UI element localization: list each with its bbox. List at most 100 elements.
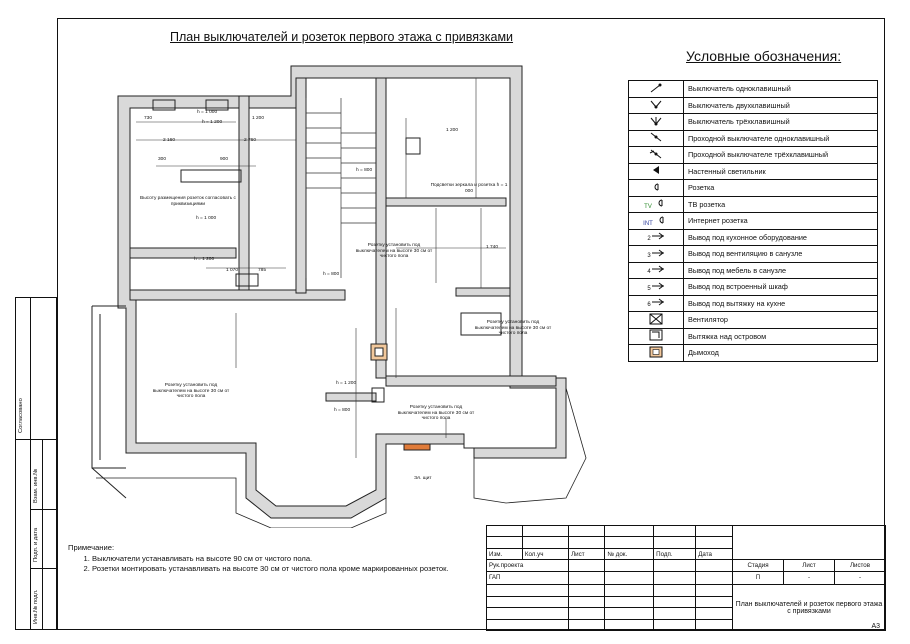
legend-label: Вытяжка над островом [683, 327, 878, 345]
height-note: Высоту размещения розеток согласовать с … [140, 196, 236, 207]
legend-label: Проходной выключателе одноклавишный [683, 129, 878, 147]
legend-label: Вывод под встроенный шкаф [683, 278, 878, 296]
hdr-doc: № док. [604, 547, 655, 561]
double-switch-icon [628, 96, 684, 114]
plan-dim: h = 1 200 [194, 257, 215, 262]
role-gap: ГАП [485, 570, 570, 586]
side-stamp-inv: Инв.№ подл. [33, 589, 39, 625]
side-stamp-sign: Подп. и дата [33, 527, 39, 562]
socket-note: Розетку установить под выключателем на в… [152, 383, 230, 400]
legend-label: Выключатель одноклавишный [683, 80, 878, 98]
legend-row: Вытяжка над островом [628, 327, 878, 345]
hdr-list: Лист [568, 547, 606, 561]
hdr-izm: Изм. [486, 547, 523, 561]
sheet-title-text: План выключателей и розеток первого этаж… [735, 600, 883, 615]
legend-label: Вывод под вентиляцию в санузле [683, 245, 878, 263]
plan-dim: 900 [220, 157, 229, 162]
page-size: А3 [871, 623, 880, 630]
pass-switch-single-icon [628, 129, 684, 147]
plan-dim: 730 [144, 116, 153, 121]
note-item: Розетки монтировать устанавливать на выс… [92, 564, 449, 575]
internet-socket-icon: INT [628, 212, 684, 230]
legend-title: Условные обозначения: [686, 48, 842, 64]
plan-dim: 785 [258, 268, 267, 273]
legend-row: Проходной выключателе одноклавишный [628, 129, 878, 147]
legend-label: Вывод под вытяжку на кухне [683, 294, 878, 312]
stage-header: Стадия [732, 559, 784, 572]
plan-dim: h = 1 200 [336, 381, 357, 386]
furniture-output-icon: 4 [628, 261, 684, 279]
sheets-header: Листов [834, 559, 886, 572]
socket-note: Розетку установить под выключателем на в… [355, 243, 433, 260]
hood-output-icon: 6 [628, 294, 684, 312]
legend-label: Вывод под мебель в санузле [683, 261, 878, 279]
legend-label: Дымоход [683, 344, 878, 362]
legend-row: Выключатель двухклавишный [628, 96, 878, 114]
plan-dim: 2 160 [163, 138, 176, 143]
legend-label: Интернет розетка [683, 212, 878, 230]
floor-plan [91, 65, 587, 528]
side-stamp: Согласовано Взам. инв.№ Подп. и дата Инв… [15, 297, 57, 630]
legend-row: Выключатель трёхклавишный [628, 113, 878, 131]
wardrobe-output-icon: 5 [628, 278, 684, 296]
plan-dim: h = 1 000 [196, 216, 217, 221]
side-stamp-replace: Взам. инв.№ [33, 468, 39, 503]
plan-dim: 1 200 [446, 128, 459, 133]
legend-row: Розетка [628, 179, 878, 197]
plan-dim: 300 [158, 157, 167, 162]
mirror-note: Подсветки зеркала и розетка h = 1 000 [430, 183, 508, 194]
kitchen-output-icon: 2 [628, 228, 684, 246]
stage-value: П [732, 570, 784, 586]
legend-label: Проходной выключателе трёхклавишный [683, 146, 878, 164]
plan-dim: 2 760 [244, 138, 257, 143]
legend-label: Выключатель двухклавишный [683, 96, 878, 114]
drawing-title: План выключателей и розеток первого этаж… [170, 30, 514, 44]
plan-dim: h = 800 [323, 272, 340, 277]
socket-note: Розетку установить под выключателем на в… [474, 320, 552, 337]
sheets-value: - [834, 570, 886, 586]
plan-dim: 1 200 [252, 116, 265, 121]
socket-icon [628, 179, 684, 197]
role-manager: Рук.проекта [485, 559, 570, 572]
fan-icon [628, 311, 684, 329]
wall-light-icon [628, 162, 684, 180]
legend-row: Настенный светильник [628, 162, 878, 180]
note-item: Выключатели устанавливать на высоте 90 с… [92, 554, 449, 565]
legend-row: Проходной выключателе трёхклавишный [628, 146, 878, 164]
note: Примечание: Выключатели устанавливать на… [68, 543, 449, 575]
tv-socket-icon: TV [628, 195, 684, 213]
plan-dim: 1 740 [486, 245, 499, 250]
sheet-title: План выключателей и розеток первого этаж… [732, 584, 886, 631]
hdr-kol: Кол.уч [521, 547, 570, 561]
legend-row: Вентилятор [628, 311, 878, 329]
ventilation-output-icon: 3 [628, 245, 684, 263]
drawing-frame [57, 18, 885, 630]
plan-dim: h = 800 [334, 408, 351, 413]
side-stamp-agreed: Согласовано [18, 398, 24, 433]
legend-label: ТВ розетка [683, 195, 878, 213]
legend-label: Выключатель трёхклавишный [683, 113, 878, 131]
socket-note: Розетку установить под выключателем на в… [397, 405, 475, 422]
legend-label: Настенный светильник [683, 162, 878, 180]
single-switch-icon [628, 80, 684, 98]
island-hood-icon [628, 327, 684, 345]
hdr-sign: Подп. [653, 547, 697, 561]
electrical-panel-label: Эл. щит [414, 476, 432, 481]
sheet-value: - [783, 570, 835, 586]
chimney-icon [628, 344, 684, 362]
title-block: Изм. Кол.уч Лист № док. Подп. Дата Рук.п… [485, 524, 886, 632]
legend-label: Вывод под кухонное оборудование [683, 228, 878, 246]
hdr-date: Дата [695, 547, 733, 561]
sheet-header: Лист [783, 559, 835, 572]
triple-switch-icon [628, 113, 684, 131]
plan-dim: 1 070 [226, 268, 239, 273]
note-heading: Примечание: [68, 543, 115, 552]
legend-label: Вентилятор [683, 311, 878, 329]
legend-row: Выключатель одноклавишный [628, 80, 878, 98]
plan-dim: h = 1 200 [202, 120, 223, 125]
